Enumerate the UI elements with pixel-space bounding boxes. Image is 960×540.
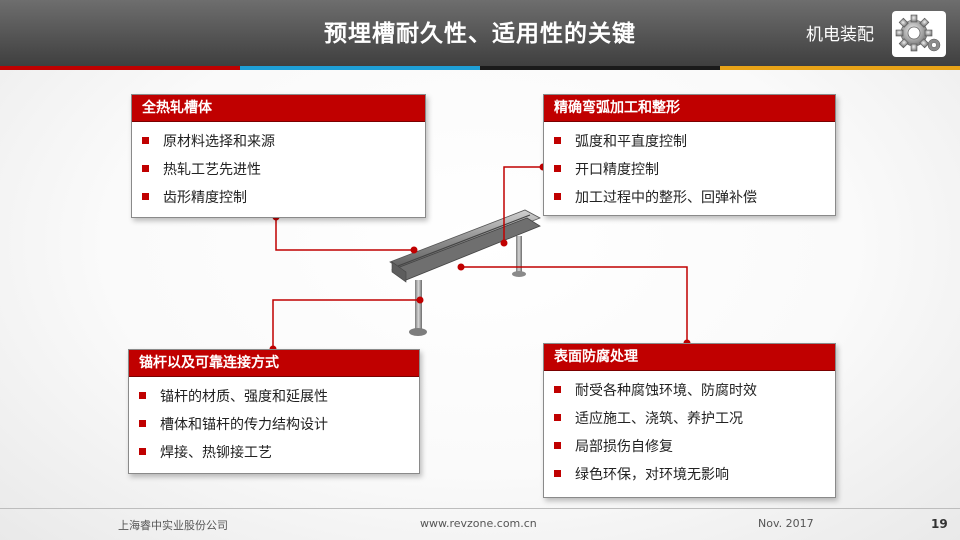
- list-item: 加工过程中的整形、回弹补偿: [554, 184, 835, 212]
- gear-icon: [892, 11, 946, 57]
- bullet-square-icon: [142, 192, 149, 200]
- panel-title: 全热轧槽体: [132, 95, 425, 122]
- footer-website: www.revzone.com.cn: [420, 517, 537, 530]
- bullet-square-icon: [554, 192, 561, 200]
- panel-hot-rolled-channel: 全热轧槽体 原材料选择和来源 热轧工艺先进性 齿形精度控制: [131, 94, 426, 218]
- panel-surface-anticorrosion: 表面防腐处理 耐受各种腐蚀环境、防腐时效 适应施工、浇筑、养护工况 局部损伤自修…: [543, 343, 836, 498]
- section-label: 机电装配: [806, 25, 874, 45]
- panel-list: 弧度和平直度控制 开口精度控制 加工过程中的整形、回弹补偿: [544, 122, 835, 212]
- list-item: 耐受各种腐蚀环境、防腐时效: [554, 377, 835, 405]
- panel-list: 耐受各种腐蚀环境、防腐时效 适应施工、浇筑、养护工况 局部损伤自修复 绿色环保，…: [544, 371, 835, 489]
- footer-date: Nov. 2017: [758, 517, 814, 530]
- list-item: 适应施工、浇筑、养护工况: [554, 405, 835, 433]
- list-item: 弧度和平直度控制: [554, 128, 835, 156]
- panel-title: 锚杆以及可靠连接方式: [129, 350, 419, 377]
- list-item: 锚杆的材质、强度和延展性: [139, 383, 419, 411]
- anchor-channel-image: [389, 209, 541, 336]
- list-item: 齿形精度控制: [142, 184, 425, 212]
- stripe-blue: [240, 66, 480, 70]
- bullet-square-icon: [139, 391, 146, 399]
- bullet-square-icon: [554, 441, 561, 449]
- list-item: 局部损伤自修复: [554, 433, 835, 461]
- bullet-square-icon: [554, 164, 561, 172]
- slide-title: 预埋槽耐久性、适用性的关键: [324, 21, 636, 47]
- list-item: 槽体和锚杆的传力结构设计: [139, 411, 419, 439]
- bullet-square-icon: [142, 164, 149, 172]
- panel-precise-bending: 精确弯弧加工和整形 弧度和平直度控制 开口精度控制 加工过程中的整形、回弹补偿: [543, 94, 836, 216]
- list-item: 热轧工艺先进性: [142, 156, 425, 184]
- bullet-square-icon: [139, 419, 146, 427]
- panel-list: 原材料选择和来源 热轧工艺先进性 齿形精度控制: [132, 122, 425, 212]
- list-item: 绿色环保，对环境无影响: [554, 461, 835, 489]
- stripe-black: [480, 66, 720, 70]
- panel-anchor-connection: 锚杆以及可靠连接方式 锚杆的材质、强度和延展性 槽体和锚杆的传力结构设计 焊接、…: [128, 349, 420, 474]
- title-bar: 预埋槽耐久性、适用性的关键 机电装配: [0, 0, 960, 66]
- bullet-square-icon: [554, 136, 561, 144]
- panel-list: 锚杆的材质、强度和延展性 槽体和锚杆的传力结构设计 焊接、热铆接工艺: [129, 377, 419, 467]
- bullet-square-icon: [554, 385, 561, 393]
- list-item: 开口精度控制: [554, 156, 835, 184]
- panel-title: 精确弯弧加工和整形: [544, 95, 835, 122]
- list-item: 焊接、热铆接工艺: [139, 439, 419, 467]
- bullet-square-icon: [139, 447, 146, 455]
- footer-company: 上海睿中实业股份公司: [118, 519, 228, 532]
- stripe-yellow: [720, 66, 960, 70]
- footer-divider: [0, 508, 960, 509]
- page-number: 19: [931, 517, 948, 531]
- bullet-square-icon: [554, 469, 561, 477]
- list-item: 原材料选择和来源: [142, 128, 425, 156]
- panel-title: 表面防腐处理: [544, 344, 835, 371]
- stripe-red: [0, 66, 240, 70]
- bullet-square-icon: [554, 413, 561, 421]
- bullet-square-icon: [142, 136, 149, 144]
